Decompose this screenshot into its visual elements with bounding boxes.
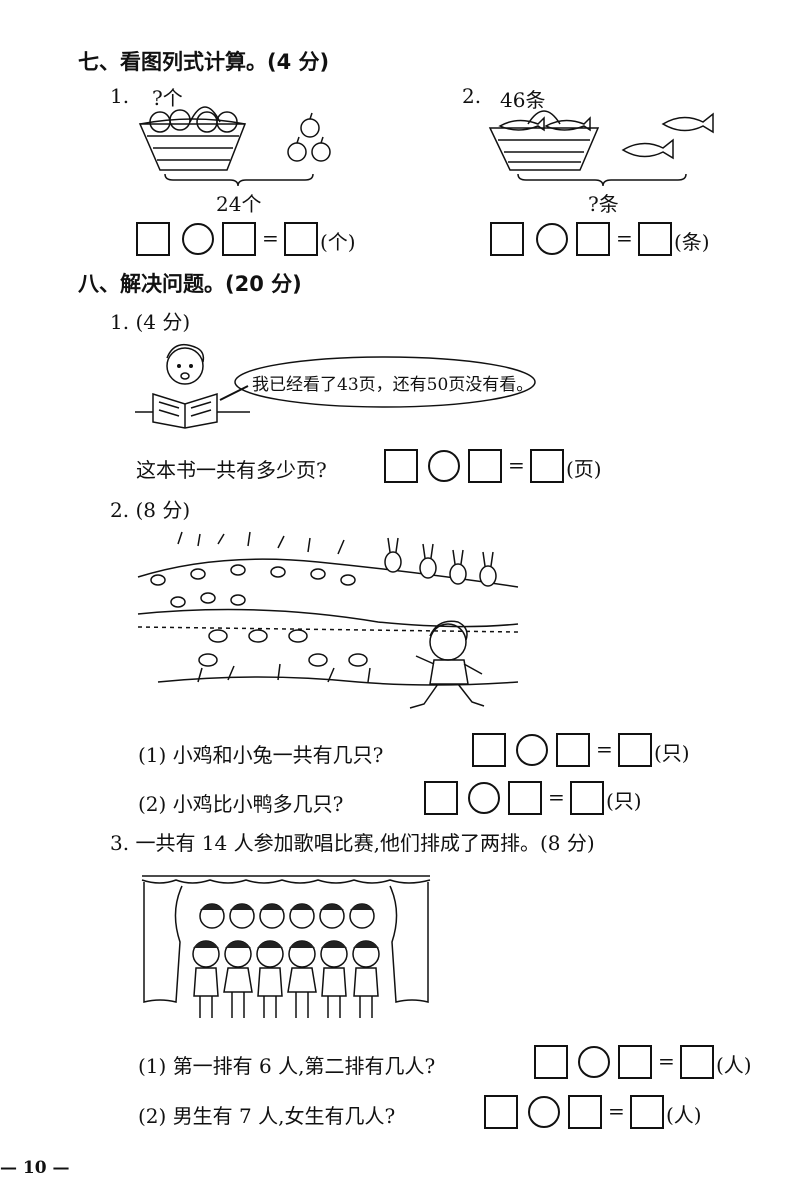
speech-text: 我已经看了43页，还有50页没有看。: [252, 375, 534, 395]
s8-q2-sub2-operator-circle[interactable]: [468, 782, 500, 814]
s8-q3-sub2-answer-box-1[interactable]: [484, 1095, 518, 1129]
q2-unit: (条): [674, 230, 710, 254]
s8-q3-label: 3. 一共有 14 人参加歌唱比赛,他们排成了两排。(8 分): [110, 831, 595, 855]
farm-scene-illustration: [137, 531, 519, 709]
s8-q1-answer-box-result[interactable]: [530, 449, 564, 483]
page-number: — 10 —: [0, 1158, 70, 1178]
s8-q2-sub1-unit: (只): [654, 741, 690, 765]
q1-brace-label: 24个: [216, 192, 262, 216]
s8-q2-sub1-answer-box-result[interactable]: [618, 733, 652, 767]
q2-answer-box-2[interactable]: [576, 222, 610, 256]
apple-basket-illustration: [138, 106, 331, 187]
q2-top-label: 46条: [500, 88, 546, 112]
s8-q2-sub1-answer-box-2[interactable]: [556, 733, 590, 767]
q2-answer-box-result[interactable]: [638, 222, 672, 256]
s8-q3-sub2-answer-box-result[interactable]: [630, 1095, 664, 1129]
s8-q1-question: 这本书一共有多少页?: [136, 458, 327, 482]
q2-equals-sign: =: [616, 226, 633, 250]
s8-q1-answer-box-1[interactable]: [384, 449, 418, 483]
s8-q3-sub1-text: (1) 第一排有 6 人,第二排有几人?: [138, 1054, 436, 1078]
boy-reading-illustration: [135, 343, 250, 429]
s8-q2-sub2-equals-sign: =: [548, 785, 565, 809]
s8-q3-sub1-answer-box-1[interactable]: [534, 1045, 568, 1079]
s8-q3-sub1-unit: (人): [716, 1053, 752, 1077]
s8-q2-sub1-equals-sign: =: [596, 737, 613, 761]
q1-answer-box-1[interactable]: [136, 222, 170, 256]
s8-q1-answer-box-2[interactable]: [468, 449, 502, 483]
s8-q1-operator-circle[interactable]: [428, 450, 460, 482]
s8-q2-sub1-answer-box-1[interactable]: [472, 733, 506, 767]
q1-answer-box-result[interactable]: [284, 222, 318, 256]
q1-equals-sign: =: [262, 226, 279, 250]
s8-q1-unit: (页): [566, 457, 602, 481]
s8-q3-sub1-answer-box-result[interactable]: [680, 1045, 714, 1079]
s8-q3-sub2-equals-sign: =: [608, 1099, 625, 1123]
choir-stage-illustration: [141, 875, 431, 1018]
s8-q2-sub2-answer-box-2[interactable]: [508, 781, 542, 815]
q1-number: 1.: [110, 84, 130, 108]
q1-unit: (个): [320, 230, 356, 254]
s8-q2-sub2-unit: (只): [606, 789, 642, 813]
s8-q3-sub2-answer-box-2[interactable]: [568, 1095, 602, 1129]
q2-brace-label: ?条: [588, 192, 619, 216]
s8-q3-sub1-answer-box-2[interactable]: [618, 1045, 652, 1079]
q2-number: 2.: [462, 84, 482, 108]
s8-q3-sub2-unit: (人): [666, 1103, 702, 1127]
s8-q3-sub1-operator-circle[interactable]: [578, 1046, 610, 1078]
s8-q1-equals-sign: =: [508, 453, 525, 477]
s8-q3-sub2-operator-circle[interactable]: [528, 1096, 560, 1128]
q1-answer-box-2[interactable]: [222, 222, 256, 256]
fish-basket-illustration: [488, 110, 714, 187]
s8-q2-sub1-operator-circle[interactable]: [516, 734, 548, 766]
speech-bubble: [219, 356, 536, 408]
section7-heading: 七、看图列式计算。(4 分): [78, 50, 330, 74]
q2-answer-box-1[interactable]: [490, 222, 524, 256]
section8-heading: 八、解决问题。(20 分): [78, 272, 302, 296]
q1-operator-circle[interactable]: [182, 223, 214, 255]
q2-operator-circle[interactable]: [536, 223, 568, 255]
s8-q3-sub1-equals-sign: =: [658, 1049, 675, 1073]
s8-q2-sub2-answer-box-1[interactable]: [424, 781, 458, 815]
s8-q2-sub1-text: (1) 小鸡和小兔一共有几只?: [138, 743, 384, 767]
s8-q2-sub2-text: (2) 小鸡比小鸭多几只?: [138, 792, 344, 816]
s8-q3-sub2-text: (2) 男生有 7 人,女生有几人?: [138, 1104, 396, 1128]
s8-q2-label: 2. (8 分): [110, 498, 191, 522]
q1-top-label: ?个: [152, 86, 183, 110]
s8-q1-label: 1. (4 分): [110, 310, 191, 334]
s8-q2-sub2-answer-box-result[interactable]: [570, 781, 604, 815]
